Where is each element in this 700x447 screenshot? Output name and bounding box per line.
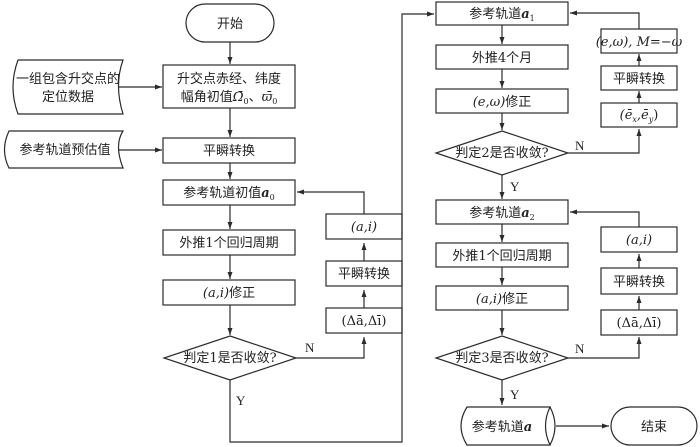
- ref-orbit-init-box: [162, 179, 296, 206]
- ex-ey-box: [600, 102, 678, 128]
- extrapolate-4m-label: 外推4个月: [472, 51, 532, 66]
- input-locating-data: [12, 59, 124, 115]
- ai-correction-label-2: (a,i)修正: [476, 292, 528, 307]
- decision-2-label: 判定2是否收敛?: [455, 145, 548, 161]
- delta-label-1: (Δā,Δī): [342, 314, 387, 329]
- decision-2-no-label: N: [575, 138, 585, 153]
- input-orbit-estimate: [3, 130, 125, 169]
- arrow: [568, 129, 642, 154]
- mean-osc-box-1: [162, 137, 296, 164]
- mean-osc-label-1: 平瞬转换: [203, 144, 255, 159]
- decision-1-yes-label: Y: [236, 393, 246, 408]
- decision-3-no-label: N: [575, 341, 585, 356]
- delta-box-1: [325, 307, 403, 334]
- arrow: [296, 337, 367, 359]
- final-ref-orbit-label: 参考轨道a: [472, 419, 532, 435]
- delta-label-2: (Δā,Δī): [617, 316, 662, 331]
- arrow: [570, 10, 640, 29]
- ew-m-label: (e,ω), M=−ω: [596, 35, 683, 50]
- ew-correction-box: [435, 88, 569, 114]
- extrapolate-box-1: [162, 229, 296, 256]
- mean-osc-label-loop3: 平瞬转换: [613, 275, 665, 290]
- ai-correction-box-2: [435, 285, 569, 311]
- ai-box-loop3: [600, 226, 678, 253]
- ai-correction-label-1: (a,i)修正: [203, 286, 255, 301]
- decision-1-no-label: N: [305, 340, 315, 355]
- arrow: [229, 11, 434, 443]
- init-values-box: [162, 64, 296, 109]
- decision-3-label: 判定3是否收敛?: [455, 350, 548, 366]
- input-locating-data-line2: 定位数据: [42, 90, 94, 105]
- mean-osc-label-loop1: 平瞬转换: [338, 267, 390, 282]
- input-locating-data-line1: 一组包含升交点的: [16, 71, 120, 87]
- ref-orbit-a2-label: 参考轨道a2: [469, 205, 535, 222]
- ex-ey-label: (ēx,ēy): [620, 108, 659, 124]
- mean-osc-label-loop2: 平瞬转换: [613, 72, 665, 87]
- end-label: 结束: [641, 420, 667, 435]
- extrapolate-box-2: [435, 242, 569, 268]
- arrow: [297, 189, 365, 214]
- input-orbit-estimate-label: 参考轨道预估值: [19, 142, 110, 158]
- final-ref-orbit-edge: [549, 406, 556, 446]
- decision-3-yes-label: Y: [510, 387, 520, 402]
- decision-2-yes-label: Y: [510, 179, 520, 194]
- ai-label-loop3: (a,i): [626, 233, 652, 248]
- init-values-line2: 幅角初值Ω̄0、ϖ̄0: [181, 89, 278, 106]
- ref-orbit-a1-label: 参考轨道a1: [469, 6, 535, 23]
- ai-correction-box-1: [162, 279, 296, 306]
- delta-box-2: [600, 309, 678, 336]
- extrapolate-label-2: 外推1个回归周期: [452, 249, 551, 264]
- ref-orbit-init-label: 参考轨道初值a0: [183, 185, 275, 202]
- start-label: 开始: [217, 17, 243, 32]
- decision-1-label: 判定1是否收敛?: [183, 350, 276, 366]
- mean-osc-box-loop1: [325, 260, 403, 287]
- ew-correction-label: (e,ω)修正: [473, 95, 532, 110]
- arrow: [570, 209, 640, 227]
- ai-label-loop1: (a,i): [351, 220, 377, 235]
- end-terminal: [610, 406, 698, 446]
- arrow: [568, 337, 642, 359]
- init-values-line1: 升交点赤经、纬度: [177, 71, 281, 87]
- extrapolate-label-1: 外推1个回归周期: [179, 236, 278, 251]
